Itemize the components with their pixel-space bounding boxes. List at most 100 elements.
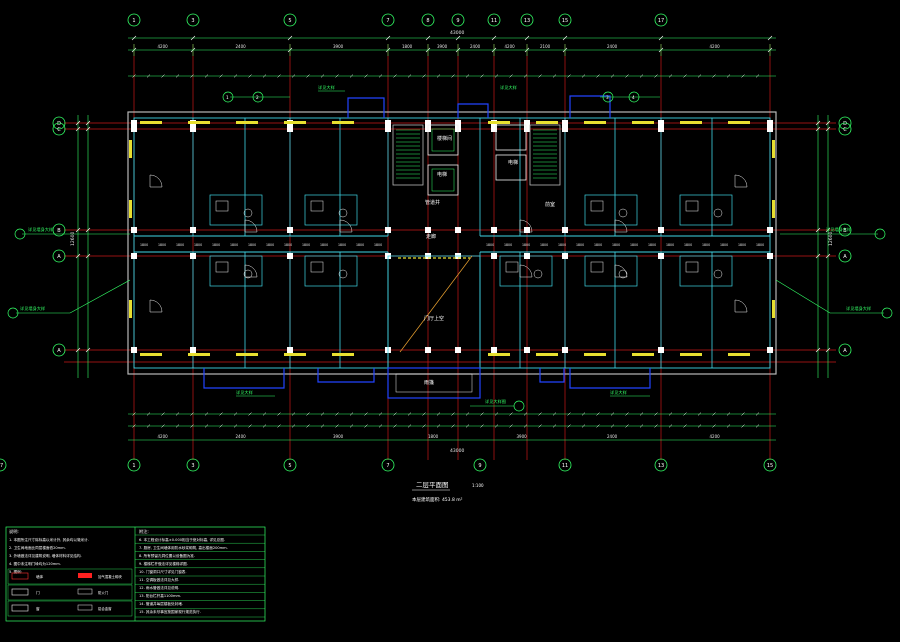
void-diagonal — [399, 255, 473, 353]
dim-tick — [364, 424, 368, 428]
notes-right-line: 13. 阳台栏杆高1100mm. — [139, 593, 181, 598]
room-label-bottom-box: 雨篷 — [424, 379, 434, 386]
callout-right-b: 详见墙身大样 — [846, 305, 871, 312]
dim-tick — [697, 424, 702, 428]
dim-tick — [610, 74, 615, 78]
window — [284, 353, 306, 356]
corridor-dim-label: 1800 — [666, 243, 674, 247]
dim-tick — [320, 412, 325, 416]
notes-right-line: 7. 厨房, 卫生间墙体用防水砂浆砌筑, 高出楼面200mm. — [139, 545, 228, 550]
legend-desc: 铝合金窗 — [98, 606, 112, 611]
canopy — [387, 367, 481, 399]
axis-bubbles: 135789111315171357911131517DCBAADCBAA — [0, 13, 852, 472]
dim-tick — [523, 424, 528, 428]
dim-label-top: 2400 — [607, 44, 618, 49]
axis-bubble-top-label: 17 — [658, 18, 664, 24]
fixture-icon — [505, 261, 519, 273]
column — [287, 227, 293, 233]
legend-symbol-icon — [77, 588, 93, 595]
window — [584, 353, 606, 356]
callout-marker-b: 2 — [256, 95, 259, 100]
window — [488, 121, 510, 124]
dim-tick — [654, 412, 658, 416]
dim-tick — [825, 120, 831, 126]
dim-tick — [610, 412, 615, 416]
column — [524, 120, 530, 126]
room-label-elevator-a: 电梯 — [437, 171, 447, 178]
dim-label-top: 1800 — [402, 44, 413, 49]
toilet-icon — [618, 269, 628, 279]
dim-label-top: 2400 — [236, 44, 247, 49]
notes-legend: 墙体加气混凝土砌块门防火门窗铝合金窗 — [7, 568, 133, 617]
dim-tick — [335, 424, 339, 428]
axis-bubble-top — [487, 13, 501, 27]
window — [188, 121, 210, 124]
axis-bubble-right-label: C — [843, 127, 847, 133]
axis-bubble-top — [520, 13, 534, 27]
axis-bubble-right — [838, 343, 852, 357]
legend-symbol-icon — [78, 573, 92, 578]
callout-marker-a: 1 — [226, 95, 229, 100]
axis-bubble-top — [654, 13, 668, 27]
bathroom — [584, 194, 638, 226]
dim-label-bottom: 4200 — [158, 434, 169, 439]
dim-tick — [683, 424, 687, 428]
fixture-icon — [215, 261, 229, 273]
callout-marker-icon — [7, 307, 19, 319]
callout-right-a: 详见墙身大样 — [826, 226, 851, 233]
dim-label-bottom: 2400 — [607, 434, 618, 439]
dim-tick — [335, 412, 339, 416]
dim-tick — [248, 74, 252, 78]
corridor-dim-label: 1800 — [558, 243, 566, 247]
axis-bubble-bottom-label: 11 — [562, 463, 568, 469]
column — [287, 126, 293, 132]
dim-tick — [625, 412, 629, 416]
corridor-dim-label: 1800 — [576, 243, 584, 247]
axis-bubble-right-label: A — [843, 348, 847, 354]
callout-marker-c: 3 — [606, 95, 609, 100]
elevator-car — [431, 168, 455, 192]
dim-tick — [277, 424, 281, 428]
dim-tick — [552, 74, 557, 78]
notes-table: 说明: 附注: 1. 本图所注尺寸除标高以米计外, 其余均以毫米计.2. 卫生间… — [5, 526, 266, 622]
corridor-dim-label: 1800 — [630, 243, 638, 247]
axis-bubble-left — [52, 343, 66, 357]
fixture-icon — [685, 200, 699, 212]
callout-marker-icon — [14, 228, 26, 240]
corridor-dim-label: 1800 — [738, 243, 746, 247]
column — [425, 227, 431, 233]
column — [562, 120, 568, 126]
toilet-icon — [243, 269, 253, 279]
column — [131, 126, 137, 132]
column — [562, 227, 568, 233]
column — [767, 227, 773, 233]
dim-tick — [320, 424, 325, 428]
dim-tick — [407, 424, 412, 428]
dim-tick — [291, 74, 296, 78]
dim-tick — [146, 424, 151, 428]
axis-bubble-left-label: C — [57, 127, 61, 133]
column — [562, 253, 568, 259]
legend-desc: 防火门 — [98, 590, 109, 595]
axis-bubble-bottom-label: 15 — [767, 463, 773, 469]
axis-bubble-top-label: 1 — [132, 18, 135, 24]
dim-tick — [480, 424, 484, 428]
room-label-stair: 楼梯间 — [437, 135, 452, 142]
corridor-dim-label: 1800 — [194, 243, 202, 247]
dim-tick — [726, 424, 731, 428]
window — [140, 121, 162, 124]
dim-tick — [581, 412, 586, 416]
axis-bubble-bottom-label: 1 — [132, 463, 135, 469]
dim-label-top: 3900 — [333, 44, 344, 49]
notes-right-line: 12. 雨水管做法详见说明. — [139, 585, 179, 590]
column — [562, 126, 568, 132]
dim-tick — [175, 424, 180, 428]
notes-left-line: 5. 图例: — [9, 569, 22, 574]
legend-swatch-icon — [11, 588, 29, 596]
dim-tick — [815, 227, 821, 233]
notes-right-line: 15. 其余未尽事宜按国家现行规范执行. — [139, 609, 201, 614]
drawing-title-block: 二层平面图 1:100 本层建筑面积: 453.8 m² — [412, 481, 484, 503]
window — [536, 353, 558, 356]
